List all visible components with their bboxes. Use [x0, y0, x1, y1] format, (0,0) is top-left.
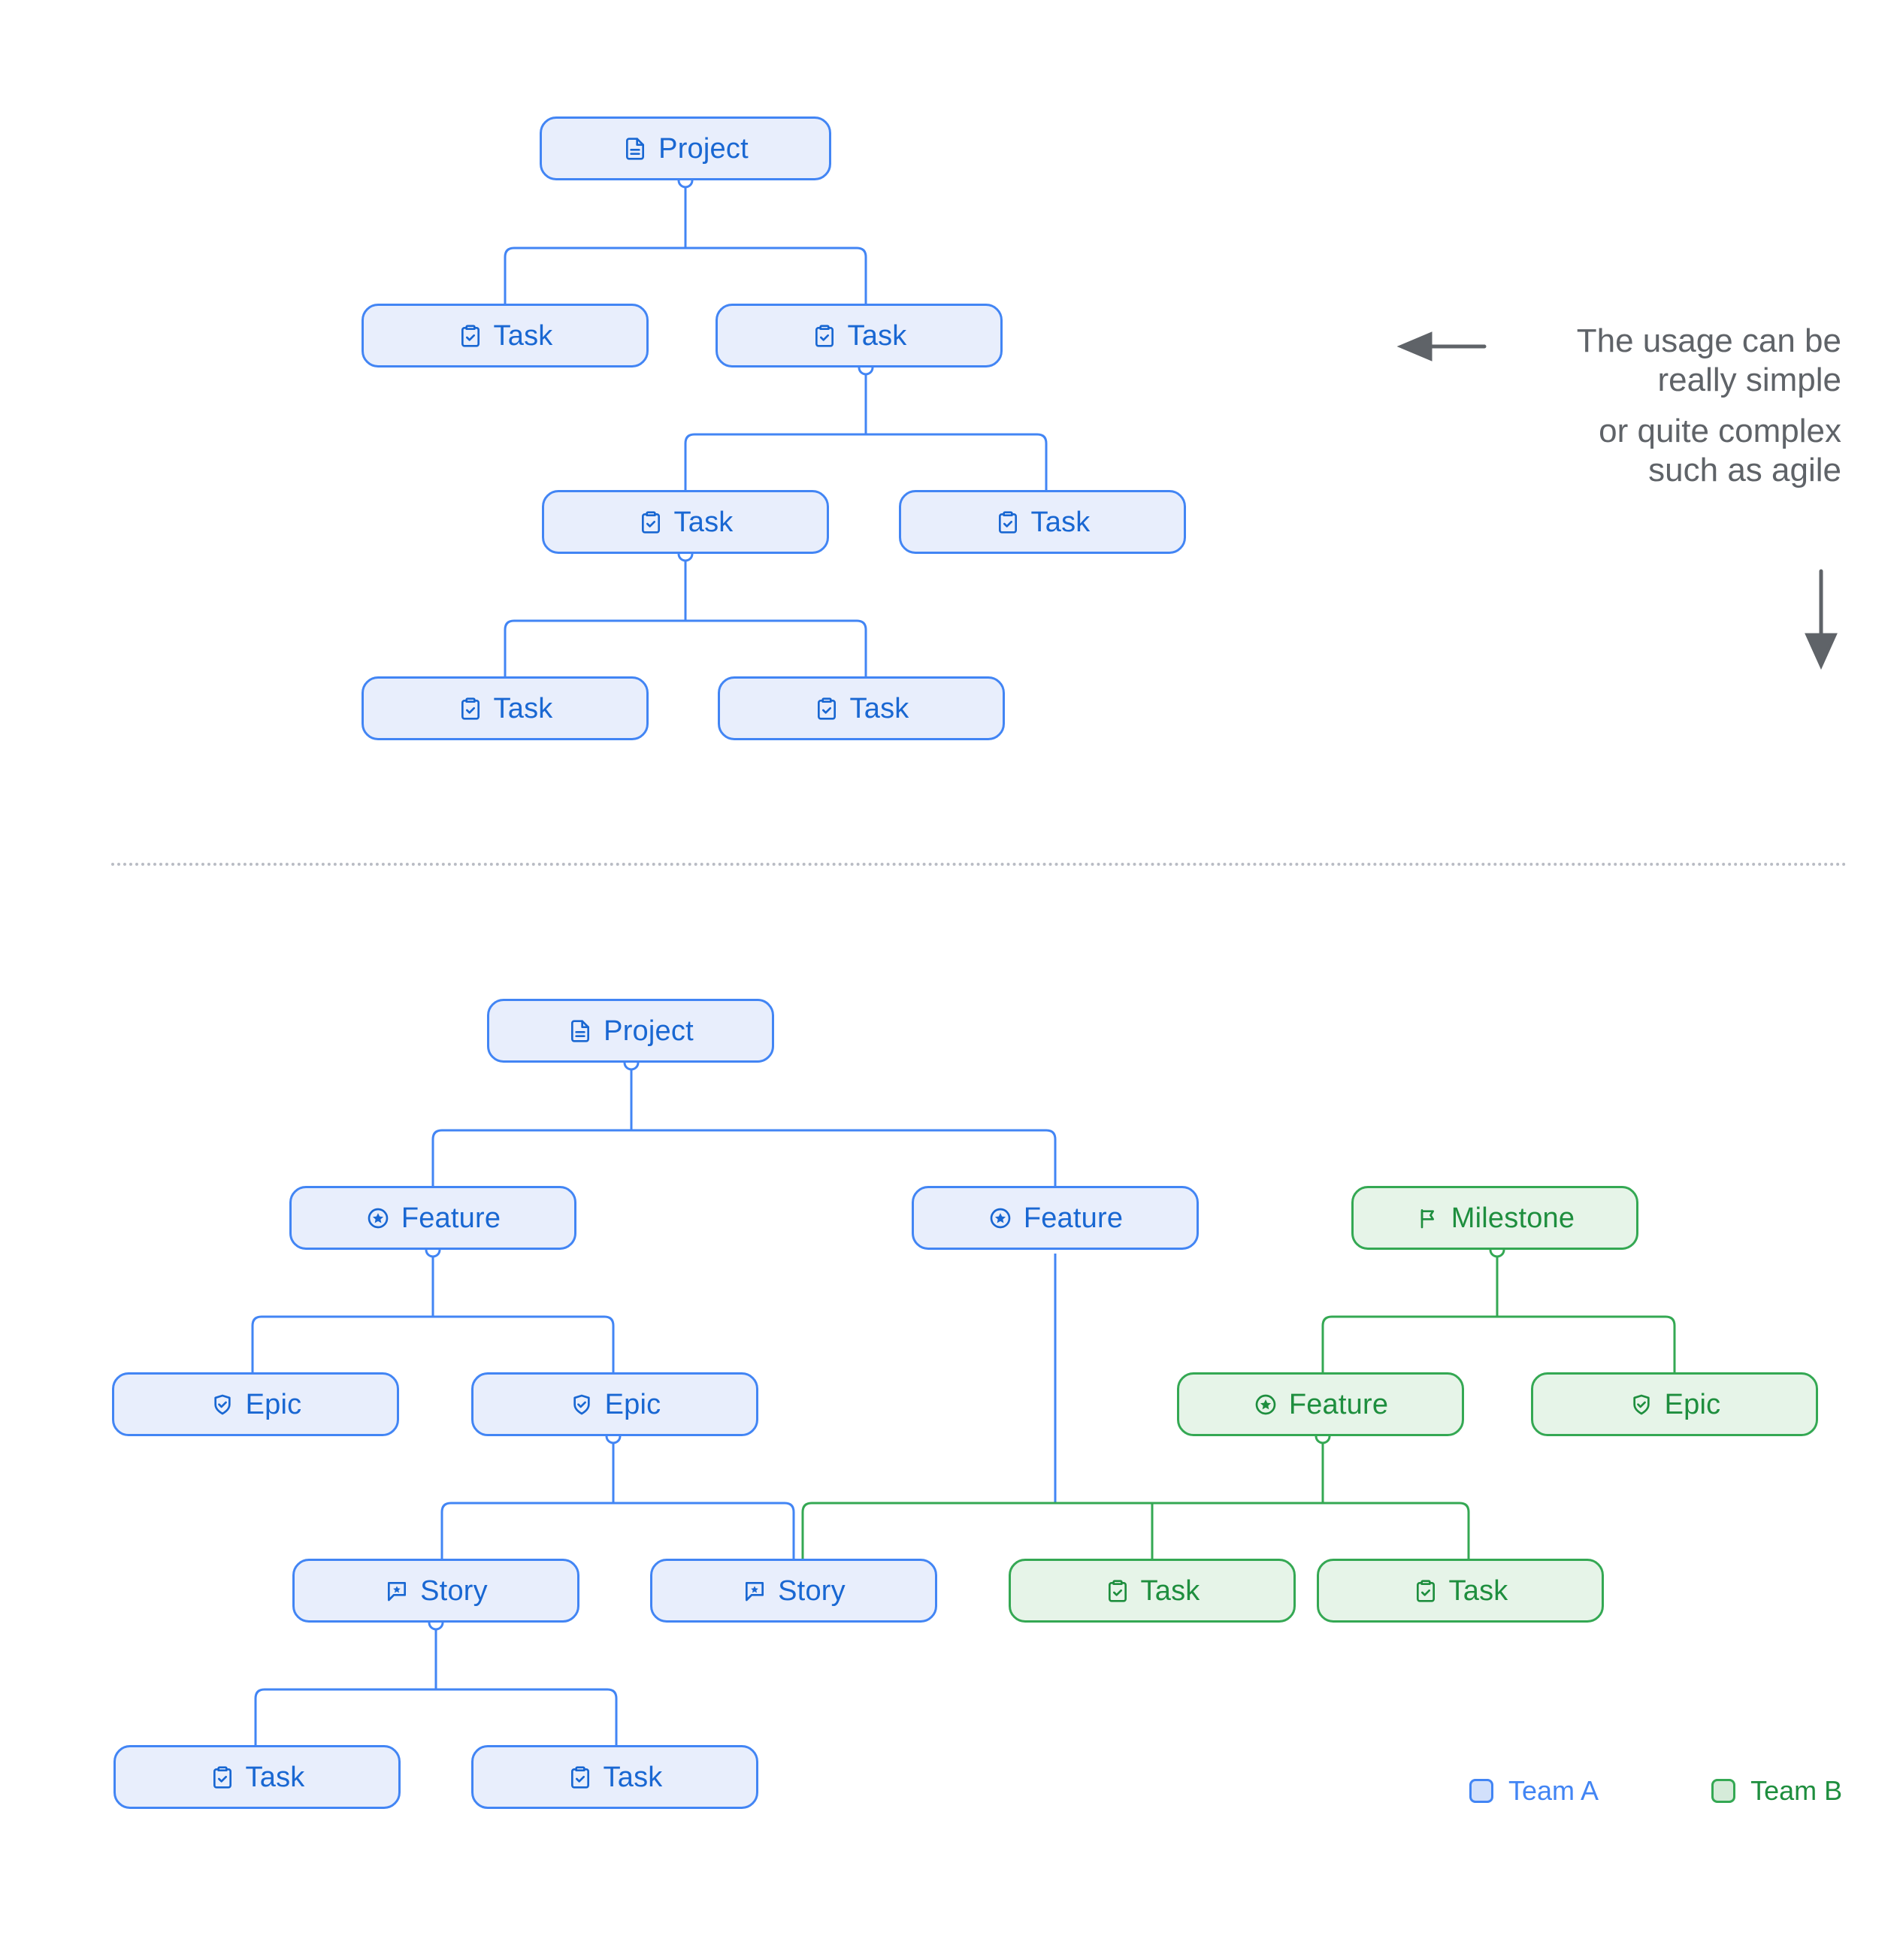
node-task-l1a[interactable]: Task	[362, 304, 649, 368]
node-label: Project	[658, 132, 749, 165]
annotation-line-1: The usage can be	[1576, 322, 1841, 359]
section-divider	[111, 863, 1847, 866]
node-task-l2b[interactable]: Task	[899, 490, 1186, 554]
legend-label: Team B	[1750, 1775, 1843, 1806]
legend: Team A Team B	[1469, 1775, 1842, 1807]
clipboard-check-icon	[638, 510, 664, 535]
clipboard-check-icon	[1105, 1578, 1130, 1604]
node-feature-2[interactable]: Feature	[912, 1186, 1199, 1250]
node-label: Epic	[245, 1388, 302, 1420]
node-epic-3[interactable]: Epic	[1531, 1372, 1818, 1436]
clipboard-check-icon	[567, 1765, 593, 1790]
node-label: Task	[1030, 506, 1091, 538]
legend-item-team-a[interactable]: Team A	[1469, 1775, 1599, 1807]
node-task-green-1[interactable]: Task	[1009, 1559, 1296, 1623]
node-task-l3b[interactable]: Task	[718, 676, 1005, 740]
node-feature-3[interactable]: Feature	[1177, 1372, 1464, 1436]
node-label: Task	[849, 692, 909, 724]
node-task-l1b[interactable]: Task	[716, 304, 1003, 368]
node-task-l2a[interactable]: Task	[542, 490, 829, 554]
node-label: Task	[1140, 1574, 1200, 1607]
node-task-l3a[interactable]: Task	[362, 676, 649, 740]
node-label: Project	[604, 1015, 694, 1047]
clipboard-check-icon	[458, 323, 483, 349]
node-milestone[interactable]: Milestone	[1351, 1186, 1638, 1250]
node-label: Task	[847, 319, 907, 352]
annotation-line-4: such as agile	[1648, 451, 1841, 488]
node-label: Feature	[1288, 1388, 1389, 1420]
clipboard-check-icon	[995, 510, 1021, 535]
clipboard-check-icon	[210, 1765, 235, 1790]
annotation-spacer	[1473, 400, 1841, 412]
node-story-1[interactable]: Story	[292, 1559, 579, 1623]
clipboard-check-icon	[814, 696, 840, 721]
clipboard-check-icon	[812, 323, 837, 349]
node-label: Milestone	[1451, 1202, 1575, 1234]
node-label: Task	[493, 319, 553, 352]
star-circle-icon	[1253, 1392, 1278, 1417]
team-a-swatch-icon	[1469, 1779, 1493, 1803]
node-label: Feature	[1023, 1202, 1124, 1234]
star-circle-icon	[365, 1205, 391, 1231]
node-task-blue-1[interactable]: Task	[113, 1745, 401, 1809]
annotation-line-3: or quite complex	[1599, 412, 1841, 449]
star-circle-icon	[988, 1205, 1013, 1231]
node-project-complex[interactable]: Project	[487, 999, 774, 1063]
document-icon	[567, 1018, 593, 1044]
node-label: Story	[778, 1574, 846, 1607]
flag-icon	[1415, 1205, 1441, 1231]
node-task-blue-2[interactable]: Task	[471, 1745, 758, 1809]
node-label: Epic	[604, 1388, 661, 1420]
annotation-line-2: really simple	[1657, 361, 1841, 398]
document-icon	[622, 136, 648, 162]
node-label: Task	[673, 506, 734, 538]
node-label: Epic	[1664, 1388, 1721, 1420]
story-bubble-icon	[384, 1578, 410, 1604]
node-label: Feature	[401, 1202, 501, 1234]
shield-check-icon	[569, 1392, 594, 1417]
node-project-simple[interactable]: Project	[540, 116, 831, 180]
node-task-green-2[interactable]: Task	[1317, 1559, 1604, 1623]
shield-check-icon	[210, 1392, 235, 1417]
story-bubble-icon	[742, 1578, 767, 1604]
node-feature-1[interactable]: Feature	[289, 1186, 576, 1250]
node-label: Task	[245, 1761, 305, 1793]
node-label: Task	[603, 1761, 663, 1793]
annotation-text: The usage can be really simple or quite …	[1473, 322, 1841, 490]
legend-item-team-b[interactable]: Team B	[1711, 1775, 1842, 1807]
node-epic-2[interactable]: Epic	[471, 1372, 758, 1436]
team-b-swatch-icon	[1711, 1779, 1736, 1803]
node-epic-1[interactable]: Epic	[112, 1372, 399, 1436]
clipboard-check-icon	[458, 696, 483, 721]
node-label: Story	[420, 1574, 488, 1607]
node-label: Task	[493, 692, 553, 724]
clipboard-check-icon	[1413, 1578, 1439, 1604]
node-story-2[interactable]: Story	[650, 1559, 937, 1623]
node-label: Task	[1448, 1574, 1508, 1607]
shield-check-icon	[1629, 1392, 1654, 1417]
legend-label: Team A	[1508, 1775, 1599, 1806]
